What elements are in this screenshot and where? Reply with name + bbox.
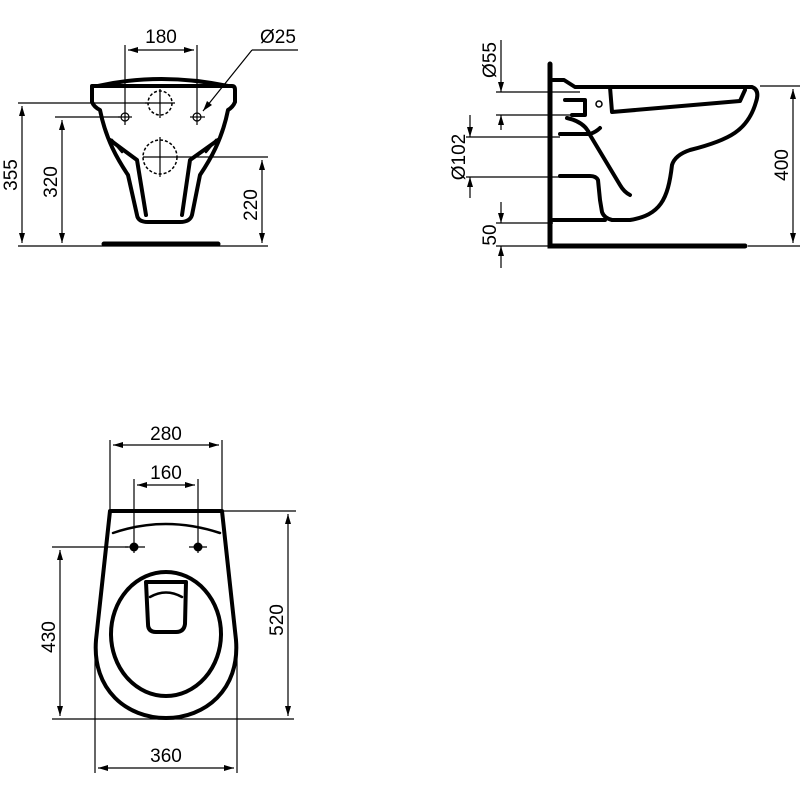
dim-overall-width-360: 360: [150, 746, 182, 767]
dim-fixing-spacing-160: 160: [150, 463, 182, 484]
top-flush-outlet: [144, 580, 188, 634]
front-inner-trough: [108, 138, 220, 217]
dim-inlet-diameter-55: Ø55: [480, 42, 501, 78]
dim-overall-height-355: 355: [1, 159, 22, 191]
top-flush-arc: [148, 591, 184, 599]
top-view: 280 160 430 520 360: [39, 424, 296, 773]
top-rear-arc: [111, 522, 222, 535]
side-inlet-screw: [595, 100, 603, 108]
side-bowl-outline: [551, 78, 760, 222]
dim-hole-diameter-25: Ø25: [260, 27, 296, 48]
top-bowl-opening: [109, 570, 223, 698]
dim-rim-height-400: 400: [772, 149, 793, 181]
top-bowl-outline: [93, 509, 239, 720]
side-inlet-channel: [563, 98, 587, 117]
dim-outlet-diameter-102: Ø102: [449, 134, 470, 180]
dim-rear-width-280: 280: [150, 424, 182, 445]
dim-fixing-height-320: 320: [41, 166, 62, 198]
side-view: Ø55 Ø102 50 400: [449, 40, 800, 268]
side-seat-wedge: [608, 85, 747, 114]
dim-outlet-height-220: 220: [241, 189, 262, 221]
front-brace-lines: [110, 138, 218, 154]
dim-fixing-spacing-180: 180: [145, 27, 177, 48]
dim-fixing-to-front-430: 430: [39, 621, 60, 653]
dim-floor-gap-50: 50: [480, 224, 501, 245]
front-rim-top: [96, 77, 230, 88]
front-view: 180 Ø25 355 320 220: [1, 27, 298, 247]
side-trap: [558, 116, 632, 197]
front-bowl-outline: [90, 84, 237, 224]
dim-overall-length-520: 520: [267, 604, 288, 636]
